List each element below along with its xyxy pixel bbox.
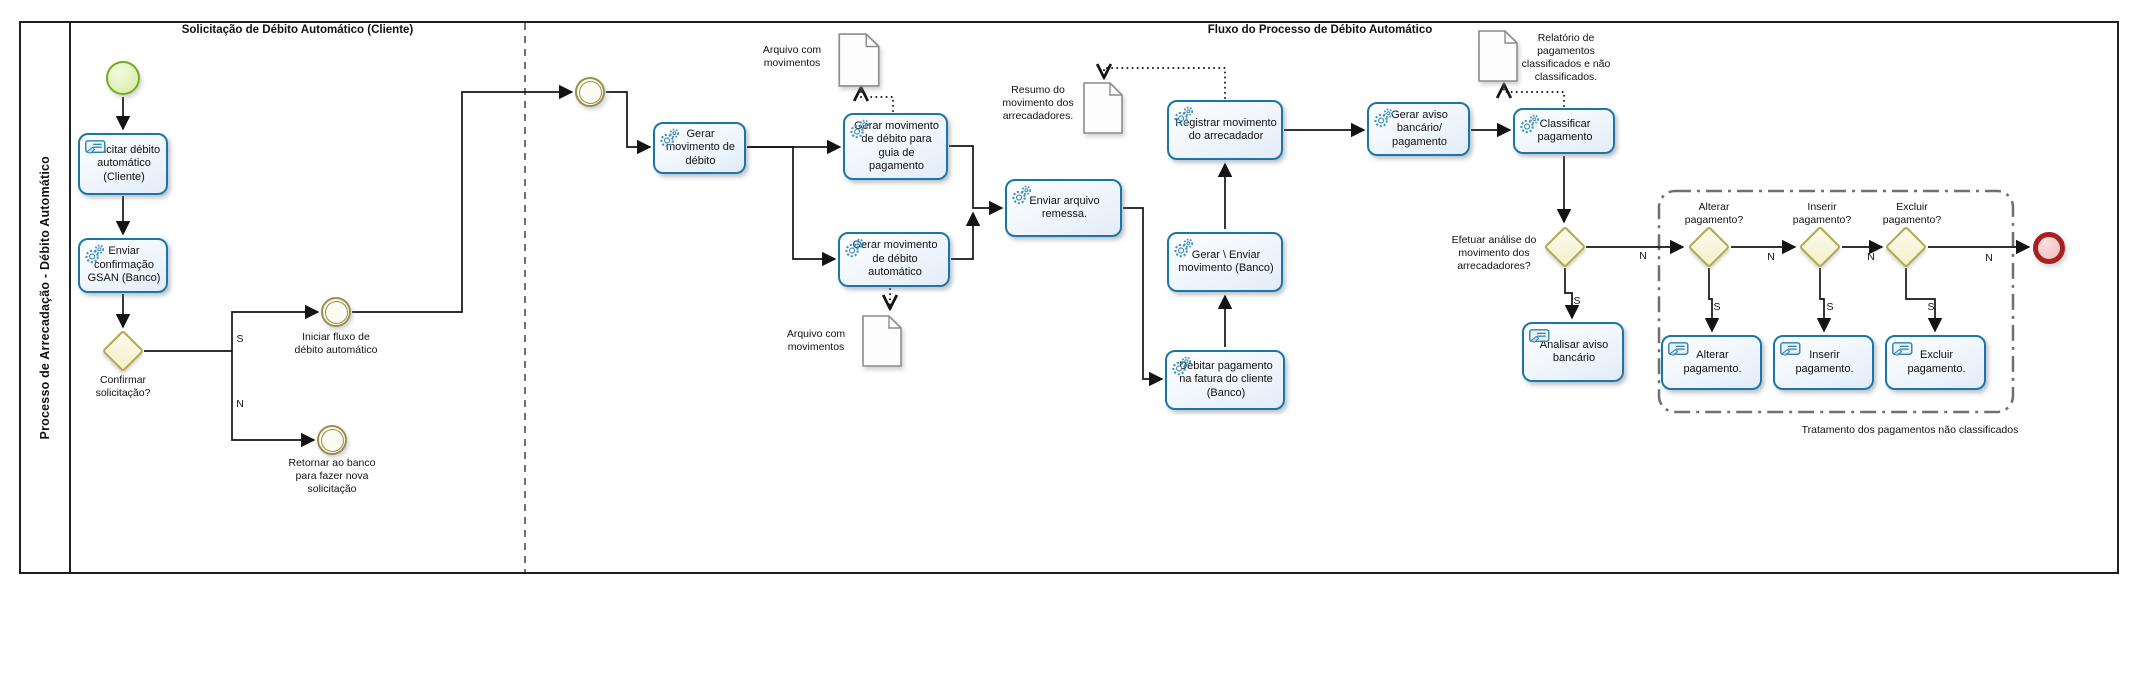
flow-efetuar-s-to-analisar (1564, 268, 1580, 320)
gear-icon (84, 244, 105, 265)
task-label: Debitar pagamento na fatura do cliente (… (1179, 359, 1273, 399)
lane-title-fluxo: Fluxo do Processo de Débito Automático (1207, 24, 1433, 36)
task-label: Excluir pagamento. (1907, 349, 1966, 375)
task-enviar-arquivo-remessa[interactable]: Enviar arquivo remessa. (1005, 179, 1122, 237)
gear-icon (1171, 356, 1192, 377)
task-excluir-pagamento[interactable]: Excluir pagamento. (1885, 335, 1986, 390)
task-label: Inserir pagamento. (1795, 349, 1854, 375)
label-arquivo-movimentos-top: Arquivo com movimentos (762, 44, 822, 70)
task-label: Analisar aviso bancário (1539, 338, 1609, 364)
task-gerar-movimento-guia[interactable]: Gerar movimento de débito para guia de p… (843, 113, 948, 180)
task-label: Enviar arquivo remessa. (1029, 194, 1100, 220)
flow-iniciar-to-link-event (352, 84, 574, 313)
lane-title-solicitacao: Solicitação de Débito Automático (Client… (181, 24, 414, 36)
task-label: Gerar \ Enviar movimento (Banco) (1178, 248, 1274, 274)
user-task-icon (1779, 341, 1802, 357)
task-enviar-confirmacao-gsan[interactable]: Enviar confirmação GSAN (Banco) (78, 238, 168, 293)
task-gerar-enviar-movimento[interactable]: Gerar \ Enviar movimento (Banco) (1167, 232, 1283, 292)
label-retornar-banco: Retornar ao banco para fazer nova solici… (288, 457, 376, 496)
label-group-tratamento: Tratamento dos pagamentos não classifica… (1801, 424, 2019, 436)
branch-label-s: S (1573, 295, 1581, 307)
flow-automatico-to-merge (951, 211, 981, 260)
task-registrar-movimento[interactable]: Registrar movimento do arrecadador (1167, 100, 1283, 160)
task-analisar-aviso-bancario[interactable]: Analisar aviso bancário (1522, 322, 1624, 382)
label-iniciar-fluxo: Iniciar fluxo de débito automático (294, 331, 378, 357)
user-task-icon (84, 139, 107, 155)
branch-label-s: S (1927, 301, 1935, 313)
branch-label-n: N (1767, 251, 1775, 263)
label-relatorio-pagamentos: Relatório de pagamentos classificados e … (1521, 32, 1611, 84)
branch-label-n: N (236, 398, 244, 410)
label-gateway-inserir: Inserir pagamento? (1792, 201, 1852, 227)
task-label: Registrar movimento do arrecadador (1175, 116, 1277, 142)
gear-icon (1173, 238, 1194, 259)
task-gerar-aviso-bancario[interactable]: Gerar aviso bancário/ pagamento (1367, 102, 1470, 156)
task-classificar-pagamento[interactable]: Classificar pagamento (1513, 108, 1615, 154)
gear-icon (1173, 106, 1194, 127)
task-label: Enviar confirmação GSAN (Banco) (87, 245, 161, 285)
flow-inserir-s-to-inserir-task (1816, 268, 1832, 333)
start-event[interactable] (106, 61, 140, 95)
flow-link-to-gerar-movimento (606, 91, 652, 155)
task-solicitar-debito[interactable]: Solicitar débito automático (Cliente) (78, 133, 168, 195)
intermediate-event-retornar-banco[interactable] (317, 425, 347, 455)
branch-label-n: N (1639, 250, 1647, 262)
branch-label-n: N (1985, 252, 1993, 264)
task-label: Gerar movimento de débito (665, 127, 736, 167)
task-label: Gerar movimento de débito para guia de p… (854, 119, 939, 172)
user-task-icon (1528, 328, 1551, 344)
pool-processo-arrecadacao: Processo de Arrecadação - Débito Automát… (19, 21, 2119, 574)
gear-icon (1373, 108, 1394, 129)
user-task-icon (1667, 341, 1690, 357)
task-label: Gerar movimento de débito automático (852, 239, 938, 279)
task-label: Alterar pagamento. (1683, 349, 1742, 375)
task-alterar-pagamento[interactable]: Alterar pagamento. (1661, 335, 1762, 390)
document-arquivo-movimentos-top[interactable] (838, 33, 880, 87)
gear-icon (849, 119, 870, 140)
flow-gerar-movimento-to-automatico (747, 146, 837, 267)
label-gateway-alterar: Alterar pagamento? (1684, 201, 1744, 227)
gear-icon (1011, 185, 1032, 206)
user-task-icon (1891, 341, 1914, 357)
branch-label-n: N (1867, 251, 1875, 263)
task-gerar-movimento-debito[interactable]: Gerar movimento de débito (653, 122, 746, 174)
task-debitar-pagamento[interactable]: Debitar pagamento na fatura do cliente (… (1165, 350, 1285, 410)
label-arquivo-movimentos-bottom: Arquivo com movimentos (786, 328, 846, 354)
gear-icon (1519, 114, 1540, 135)
task-gerar-movimento-automatico[interactable]: Gerar movimento de débito automático (838, 232, 950, 287)
flow-alterar-s-to-alterar-task (1704, 268, 1720, 333)
document-resumo-movimento[interactable] (1083, 82, 1123, 134)
label-gateway-confirmar: Confirmar solicitação? (95, 374, 151, 400)
task-label: Solicitar débito automático (Cliente) (87, 143, 161, 183)
branch-label-s: S (1713, 301, 1721, 313)
flow-confirmar-n-to-retornar (231, 351, 316, 448)
task-inserir-pagamento[interactable]: Inserir pagamento. (1773, 335, 1874, 390)
pool-label-strip: Processo de Arrecadação - Débito Automát… (21, 23, 71, 572)
flow-confirmar-s-to-iniciar (144, 304, 320, 352)
assoc-classificar-to-relatorio (1504, 86, 1565, 107)
intermediate-event-iniciar-fluxo[interactable] (321, 297, 351, 327)
flow-excluir-s-to-excluir-task (1905, 268, 1943, 333)
group-tratamento-pagamentos[interactable] (1657, 189, 2015, 414)
flow-guia-to-enviar-remessa (949, 145, 1004, 216)
end-event[interactable] (2033, 232, 2065, 264)
gear-icon (659, 128, 680, 149)
task-label: Classificar pagamento (1537, 117, 1593, 143)
label-resumo-movimento: Resumo do movimento dos arrecadadores. (1002, 84, 1074, 123)
flow-enviar-remessa-to-debitar (1123, 207, 1164, 387)
intermediate-event-link[interactable] (575, 77, 605, 107)
task-label: Gerar aviso bancário/ pagamento (1391, 108, 1448, 148)
document-relatorio-pagamentos[interactable] (1478, 30, 1518, 82)
assoc-guia-to-arquivo-top (861, 89, 894, 112)
gear-icon (844, 238, 865, 259)
assoc-registrar-to-resumo (1104, 68, 1226, 99)
branch-label-s: S (1826, 301, 1834, 313)
label-gateway-excluir: Excluir pagamento? (1882, 201, 1942, 227)
document-arquivo-movimentos-bottom[interactable] (862, 315, 902, 367)
branch-label-s: S (236, 333, 244, 345)
label-gateway-efetuar: Efetuar análise do movimento dos arrecad… (1451, 234, 1537, 273)
